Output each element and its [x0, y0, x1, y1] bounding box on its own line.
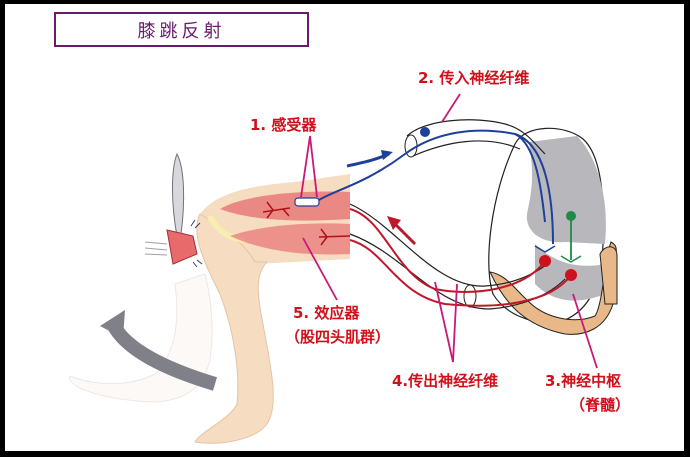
- afferent-fiber: [318, 129, 554, 245]
- reflex-hammer-icon: [144, 152, 203, 268]
- label-efferent-fiber: 4.传出神经纤维: [392, 372, 499, 390]
- label-pointers: [300, 93, 598, 369]
- diagram-title: 膝跳反射: [137, 20, 226, 42]
- label-effector: 5. 效应器: [293, 304, 360, 322]
- lower-leg: [194, 213, 274, 444]
- afferent-cell-body: [420, 127, 430, 137]
- efferent-fiber-2: [349, 239, 572, 307]
- label-effector-sub: （股四头肌群）: [285, 328, 391, 346]
- label-receptor: 1. 感受器: [250, 116, 317, 134]
- gray-matter: [526, 136, 606, 244]
- impulse-arrow-icon: [381, 150, 393, 160]
- label-nerve-center-sub: （脊髓）: [570, 396, 631, 414]
- interneuron: [566, 211, 576, 221]
- efferent-fiber-1: [349, 208, 546, 293]
- diagram-artwork: [69, 93, 618, 444]
- efferent-root: [463, 284, 477, 308]
- receptor-spindle: [294, 197, 320, 207]
- label-afferent-fiber: 2. 传入神经纤维: [418, 69, 530, 87]
- title-box: 膝跳反射: [54, 12, 309, 47]
- quadriceps-lower: [230, 223, 350, 255]
- label-nerve-center: 3.神经中枢: [545, 372, 622, 390]
- reflex-diagram: 膝跳反射: [5, 4, 684, 451]
- motion-arrow-icon: [100, 310, 125, 338]
